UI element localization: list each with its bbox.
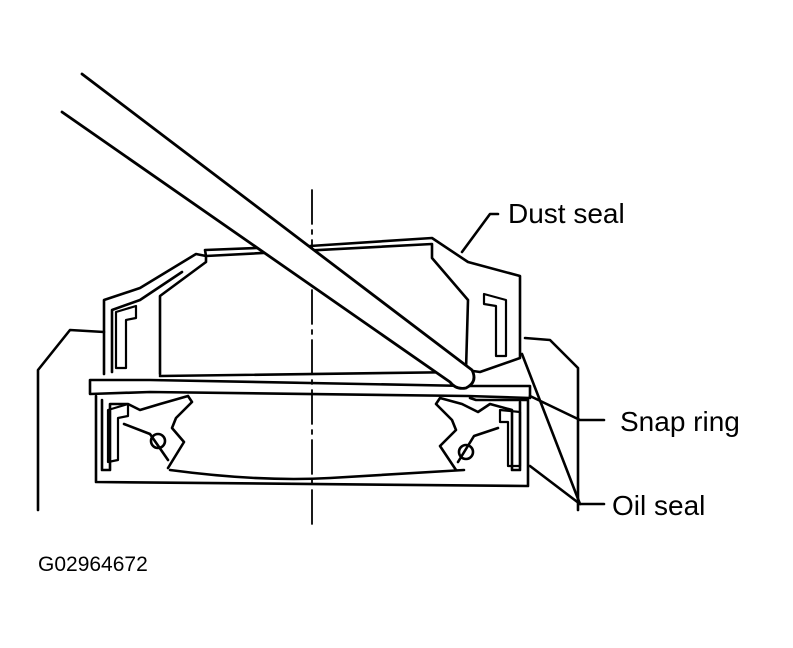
dust-seal-insert-left [116, 306, 136, 368]
dust-seal-insert-right [484, 294, 506, 356]
oil-seal-lip-right-inner [458, 428, 498, 462]
housing-left [38, 330, 104, 510]
leader-dust-seal [462, 214, 498, 252]
housing-right [525, 338, 578, 510]
oil-seal-label: Oil seal [612, 490, 706, 521]
oil-seal [96, 396, 528, 486]
snap-ring [90, 380, 530, 398]
snap-ring-label: Snap ring [620, 406, 740, 437]
leader-oil-seal-b [530, 466, 580, 504]
dust-seal-bottom [160, 372, 466, 376]
oil-seal-insert-left [108, 404, 128, 462]
leader-snap-ring [530, 396, 604, 420]
garter-spring-left [151, 434, 165, 448]
dust-seal-inner-left [112, 272, 182, 372]
oil-seal-lower-lip [170, 470, 464, 479]
oil-seal-insert-right [500, 410, 520, 466]
dust-seal-label: Dust seal [508, 198, 625, 229]
leader-oil-seal-a [522, 354, 604, 504]
oil-seal-lip-left-inner [124, 424, 168, 460]
screwdriver [62, 74, 474, 388]
oil-seal-lip-left [102, 396, 192, 470]
figure-code: G02964672 [38, 553, 148, 576]
oil-seal-lip-right [436, 398, 520, 470]
garter-spring-right [459, 445, 473, 459]
